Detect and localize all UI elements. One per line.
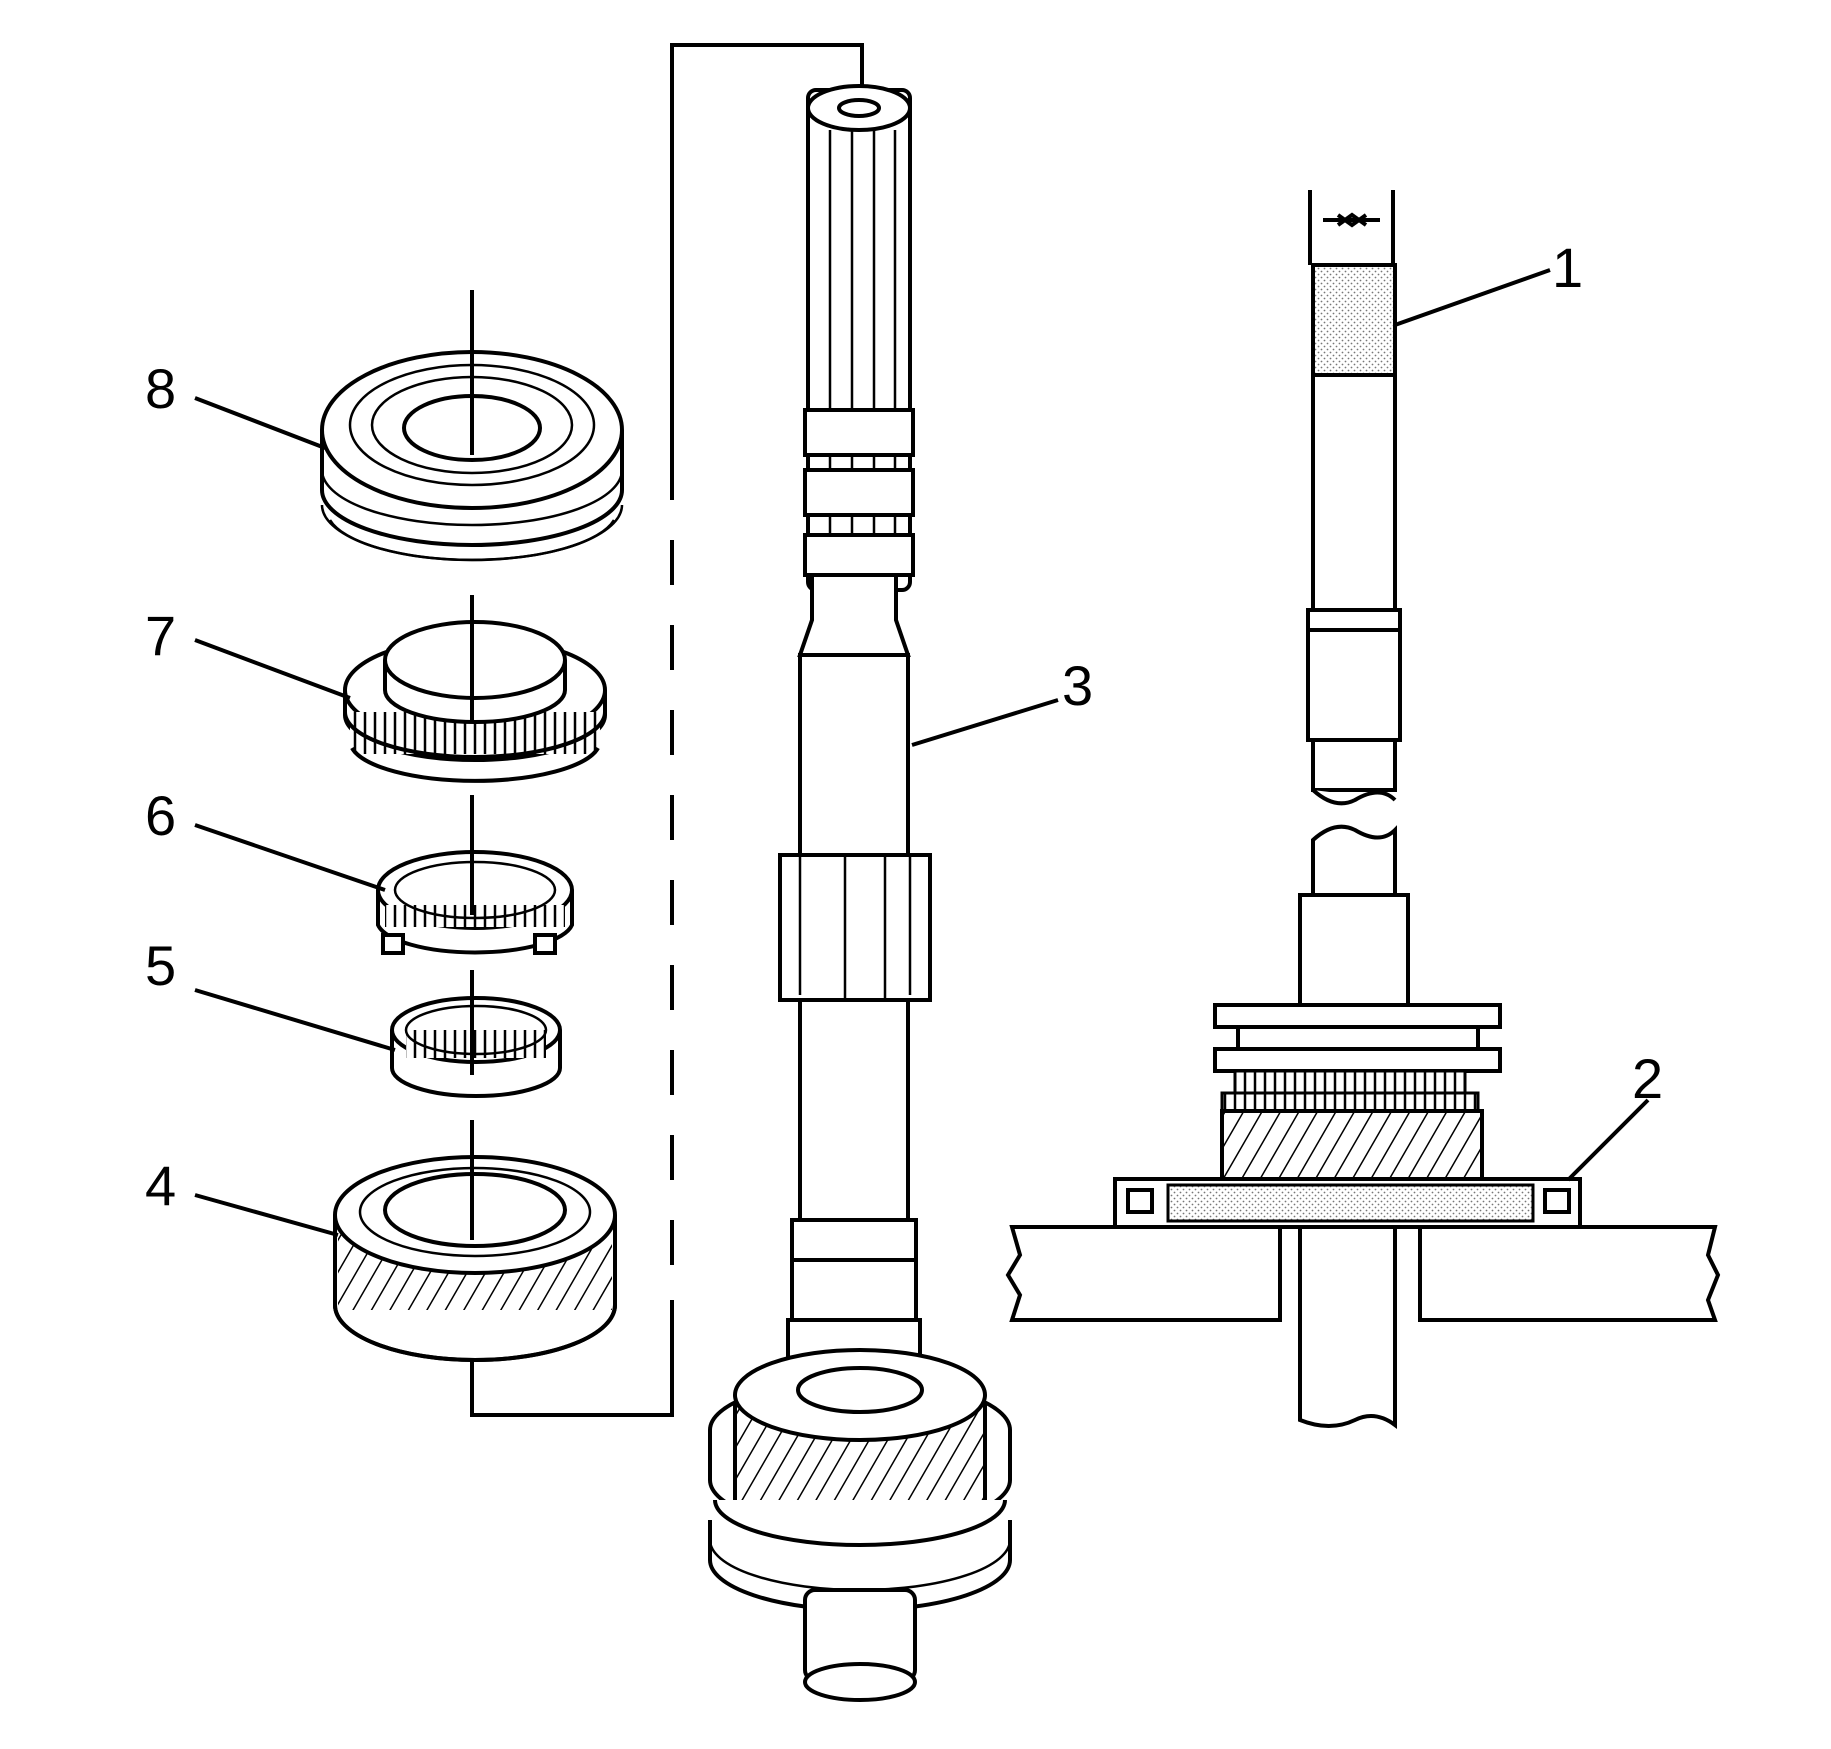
callout-leader-lines xyxy=(194,268,1650,1237)
part-5-needle-bearing xyxy=(390,996,562,1098)
callout-2: 2 xyxy=(1632,1047,1663,1110)
callout-1: 1 xyxy=(1552,236,1583,299)
part-3-mainshaft xyxy=(708,84,1012,1702)
callout-5: 5 xyxy=(145,934,176,997)
callout-8: 8 xyxy=(145,357,176,420)
part-4-helical-gear xyxy=(333,1155,617,1362)
shaft-in-press xyxy=(1213,373,1502,1181)
press-ram xyxy=(1308,190,1395,265)
callout-4: 4 xyxy=(145,1154,176,1217)
part-6-synchronizer-cone xyxy=(376,850,574,955)
press-bed xyxy=(1005,1225,1721,1429)
callout-7: 7 xyxy=(145,604,176,667)
callout-3: 3 xyxy=(1062,654,1093,717)
assembly-bracket-connector xyxy=(470,43,864,1417)
callout-6: 6 xyxy=(145,784,176,847)
part-1-press-tool xyxy=(1311,263,1397,377)
part-7-blocker-ring xyxy=(343,620,607,783)
part-2-press-plate xyxy=(1113,1177,1582,1229)
